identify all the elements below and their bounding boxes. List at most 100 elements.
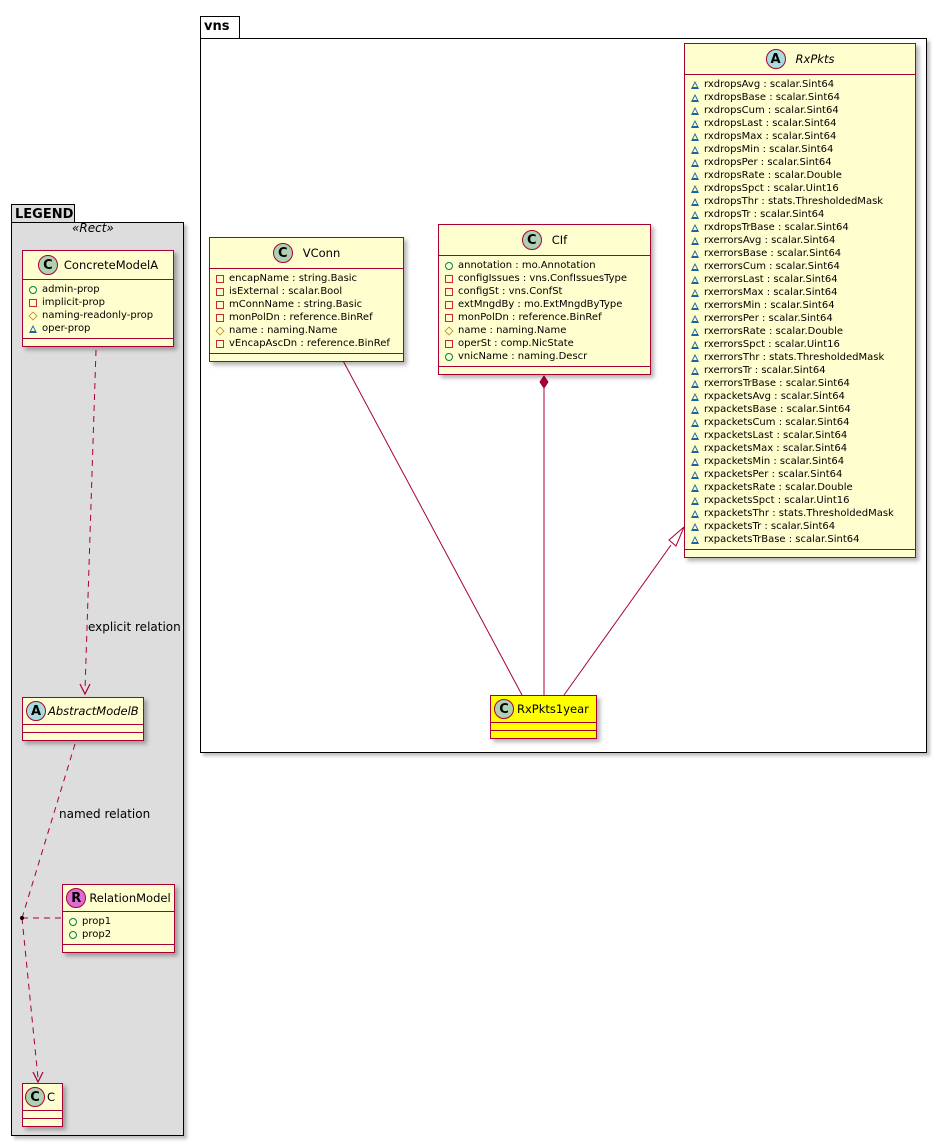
public-visibility-icon [69, 917, 77, 926]
attribute-row: rxpacketsAvg : scalar.Sint64 [691, 390, 909, 403]
attribute-row: rxdropsPer : scalar.Sint64 [691, 156, 909, 169]
attribute-row: rxdropsLast : scalar.Sint64 [691, 117, 909, 130]
attribute-text: extMngdBy : mo.ExtMngdByType [458, 299, 623, 310]
attribute-text: rxdropsAvg : scalar.Sint64 [704, 79, 835, 90]
attribute-text: rxpacketsTrBase : scalar.Sint64 [704, 534, 860, 545]
package-visibility-icon [691, 379, 699, 388]
methods-compartment [23, 1119, 62, 1126]
attribute-row: rxpacketsThr : stats.ThresholdedMask [691, 507, 909, 520]
attribute-row: vEncapAscDn : reference.BinRef [216, 337, 397, 350]
package-visibility-icon [691, 314, 699, 323]
package-visibility-icon [691, 145, 699, 154]
attribute-text: admin-prop [42, 284, 100, 295]
private-visibility-icon [216, 313, 224, 322]
attribute-text: rxpacketsAvg : scalar.Sint64 [704, 391, 845, 402]
class-title: RxPkts [795, 52, 835, 66]
package-visibility-icon [691, 431, 699, 440]
methods-compartment [23, 339, 173, 346]
attribute-text: annotation : mo.Annotation [458, 260, 596, 271]
attribute-row: monPolDn : reference.BinRef [216, 311, 397, 324]
attribute-text: rxdropsBase : scalar.Sint64 [704, 92, 840, 103]
package-visibility-icon [691, 262, 699, 271]
attribute-row: rxerrorsMax : scalar.Sint64 [691, 286, 909, 299]
package-visibility-icon [29, 324, 37, 333]
attribute-text: rxdropsCum : scalar.Sint64 [704, 105, 839, 116]
package-visibility-icon [691, 522, 699, 531]
attribute-list: annotation : mo.Annotation configIssues :… [439, 256, 650, 367]
class-relation-model[interactable]: R RelationModel prop1 prop2 [62, 884, 175, 953]
attribute-text: prop2 [82, 929, 112, 940]
class-concrete-model-a[interactable]: C ConcreteModelA admin-prop implicit-pro… [22, 250, 174, 347]
attribute-row: monPolDn : reference.BinRef [445, 311, 644, 324]
protected-visibility-icon [444, 325, 454, 336]
attribute-text: rxerrorsMax : scalar.Sint64 [704, 287, 838, 298]
package-visibility-icon [691, 80, 699, 89]
rxpkts-generalization-edge [563, 544, 672, 696]
cif-composition-diamond [539, 375, 549, 389]
protected-visibility-icon [28, 310, 38, 321]
attribute-row: admin-prop [29, 283, 167, 296]
class-title: AbstractModelB [48, 704, 139, 718]
package-visibility-icon [691, 288, 699, 297]
package-visibility-icon [691, 301, 699, 310]
attribute-list: rxdropsAvg : scalar.Sint64 rxdropsBase : … [685, 75, 915, 550]
attribute-text: rxpacketsSpct : scalar.Uint16 [704, 495, 850, 506]
attribute-row: rxdropsCum : scalar.Sint64 [691, 104, 909, 117]
attribute-row: rxerrorsBase : scalar.Sint64 [691, 247, 909, 260]
attribute-row: rxerrorsMin : scalar.Sint64 [691, 299, 909, 312]
attribute-row: rxpacketsMax : scalar.Sint64 [691, 442, 909, 455]
relation-junction-dot [20, 916, 24, 920]
private-visibility-icon [445, 287, 453, 296]
attribute-row: rxdropsMax : scalar.Sint64 [691, 130, 909, 143]
attribute-text: encapName : string.Basic [229, 273, 358, 284]
package-visibility-icon [691, 535, 699, 544]
class-title: C [47, 1090, 56, 1104]
attribute-text: mConnName : string.Basic [229, 299, 363, 310]
attribute-row: rxdropsThr : stats.ThresholdedMask [691, 195, 909, 208]
attribute-row: rxerrorsPer : scalar.Sint64 [691, 312, 909, 325]
class-c[interactable]: C C [22, 1083, 63, 1127]
attribute-row: mConnName : string.Basic [216, 298, 397, 311]
attribute-row: name : naming.Name [215, 324, 397, 337]
named-relation-label: named relation [59, 807, 151, 821]
attribute-row: rxpacketsSpct : scalar.Uint16 [691, 494, 909, 507]
attribute-row: rxpacketsBase : scalar.Sint64 [691, 403, 909, 416]
package-visibility-icon [691, 93, 699, 102]
attribute-text: rxpacketsMax : scalar.Sint64 [704, 443, 848, 454]
attribute-text: rxdropsThr : stats.ThresholdedMask [704, 196, 884, 207]
attribute-text: rxdropsRate : scalar.Double [704, 170, 842, 181]
attribute-text: monPolDn : reference.BinRef [458, 312, 602, 323]
public-visibility-icon [445, 352, 453, 361]
attribute-text: rxpacketsTr : scalar.Sint64 [704, 521, 836, 532]
attribute-text: configIssues : vns.ConfIssuesType [458, 273, 628, 284]
attribute-text: rxpacketsMin : scalar.Sint64 [704, 456, 845, 467]
private-visibility-icon [216, 274, 224, 283]
class-c-icon: C [272, 243, 293, 263]
attribute-text: rxerrorsAvg : scalar.Sint64 [704, 235, 836, 246]
explicit-relation-edge [84, 349, 97, 691]
class-abstract-model-b[interactable]: A AbstractModelB [22, 697, 144, 741]
attribute-text: rxpacketsPer : scalar.Sint64 [704, 469, 843, 480]
named-relation-edge-top [21, 743, 76, 919]
package-visibility-icon [691, 119, 699, 128]
class-rxpkts1year[interactable]: C RxPkts1year [490, 695, 597, 739]
attribute-text: rxerrorsTr : scalar.Sint64 [704, 365, 826, 376]
attribute-row: annotation : mo.Annotation [445, 259, 644, 272]
attribute-row: rxdropsAvg : scalar.Sint64 [691, 78, 909, 91]
attribute-text: rxdropsTr : scalar.Sint64 [704, 209, 825, 220]
attributes-compartment [23, 1111, 62, 1119]
package-visibility-icon [691, 158, 699, 167]
attribute-row: configSt : vns.ConfSt [445, 285, 644, 298]
attribute-row: rxerrorsCum : scalar.Sint64 [691, 260, 909, 273]
explicit-relation-arrowhead [79, 683, 91, 696]
public-visibility-icon [445, 261, 453, 270]
package-visibility-icon [691, 457, 699, 466]
attribute-row: configIssues : vns.ConfIssuesType [445, 272, 644, 285]
attribute-text: configSt : vns.ConfSt [458, 286, 563, 297]
private-visibility-icon [445, 313, 453, 322]
protected-visibility-icon [215, 325, 225, 336]
attribute-row: rxerrorsRate : scalar.Double [691, 325, 909, 338]
